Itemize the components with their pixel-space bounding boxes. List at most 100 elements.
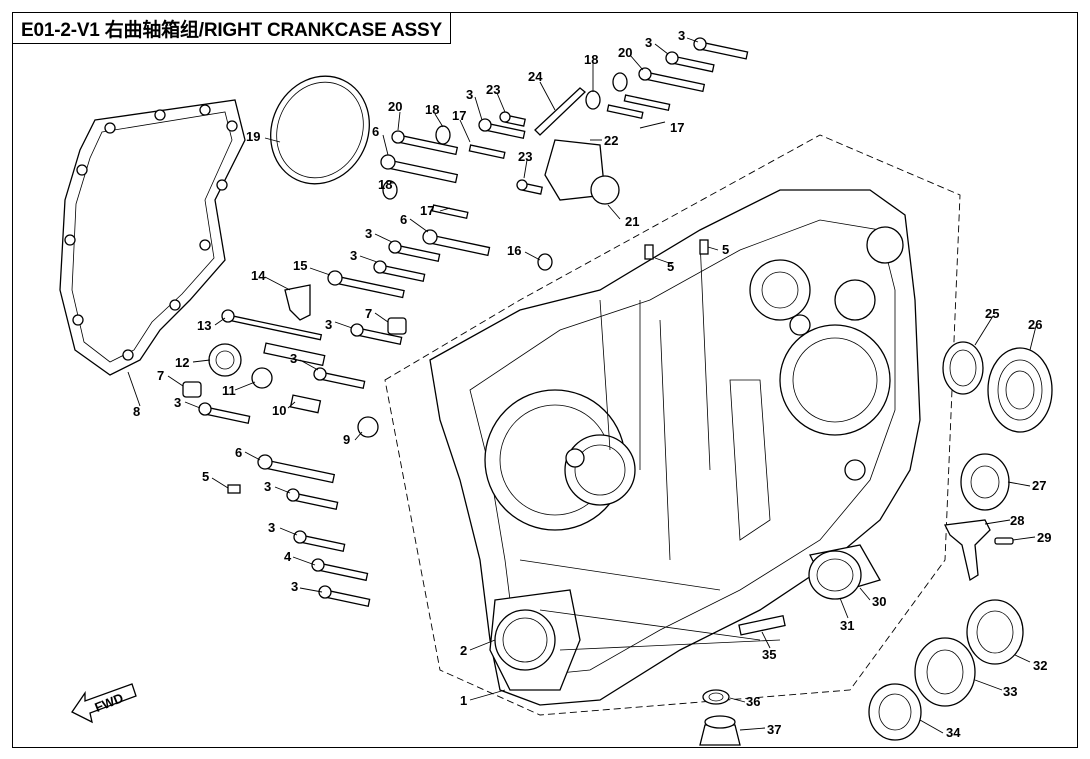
callout-18: 18 bbox=[425, 102, 439, 117]
gasket-large bbox=[59, 99, 246, 376]
bushing-7a bbox=[387, 317, 407, 335]
bolt-23b bbox=[516, 179, 543, 195]
callout-3: 3 bbox=[268, 520, 275, 535]
bolt-3i bbox=[286, 488, 339, 511]
bearing-27 bbox=[960, 453, 1010, 511]
callout-10: 10 bbox=[272, 403, 286, 418]
gasket-bolt-holes bbox=[64, 104, 238, 361]
lever-28 bbox=[944, 519, 991, 582]
callout-23: 23 bbox=[486, 82, 500, 97]
callout-15: 15 bbox=[293, 258, 307, 273]
spring-10 bbox=[289, 394, 322, 414]
washer-18a bbox=[612, 72, 628, 92]
dowel-5c bbox=[227, 484, 241, 494]
oil-seal-34 bbox=[868, 683, 922, 741]
callout-3: 3 bbox=[264, 479, 271, 494]
o-ring-21 bbox=[590, 175, 620, 205]
callout-labels: 3 3 20 18 24 3 23 17 22 20 18 17 19 6 23… bbox=[133, 28, 1051, 740]
bolt-6c bbox=[257, 454, 336, 484]
callout-17: 17 bbox=[670, 120, 684, 135]
callout-5: 5 bbox=[667, 259, 674, 274]
bolt-20a bbox=[638, 67, 706, 93]
callout-22: 22 bbox=[604, 133, 618, 148]
callout-32: 32 bbox=[1033, 658, 1047, 673]
callout-3: 3 bbox=[325, 317, 332, 332]
fwd-arrow bbox=[71, 683, 137, 724]
callout-3: 3 bbox=[678, 28, 685, 43]
callout-3: 3 bbox=[645, 35, 652, 50]
screw-29 bbox=[994, 537, 1014, 545]
callout-6: 6 bbox=[400, 212, 407, 227]
washer-36 bbox=[702, 689, 730, 705]
bolt-3h bbox=[198, 402, 251, 425]
bracket-24 bbox=[534, 87, 586, 136]
stud-17d bbox=[431, 204, 469, 219]
leader-lines bbox=[127, 37, 1037, 734]
callout-17: 17 bbox=[420, 203, 434, 218]
bolt-4 bbox=[311, 558, 369, 582]
plug-16 bbox=[537, 253, 553, 271]
callout-34: 34 bbox=[946, 725, 961, 740]
bolt-6a bbox=[380, 154, 459, 184]
gasket-round bbox=[270, 75, 370, 185]
callout-29: 29 bbox=[1037, 530, 1051, 545]
bolt-3g bbox=[313, 367, 366, 390]
dowel-5b bbox=[699, 239, 709, 255]
callout-6: 6 bbox=[372, 124, 379, 139]
title-box: E01-2-V1 右曲轴箱组/RIGHT CRANKCASE ASSY bbox=[12, 12, 451, 44]
bolt-3j bbox=[293, 530, 346, 553]
bolt-3a bbox=[693, 37, 749, 60]
callout-12: 12 bbox=[175, 355, 189, 370]
bolt-23a bbox=[499, 111, 526, 127]
bearing-33 bbox=[914, 637, 976, 707]
callout-9: 9 bbox=[343, 432, 350, 447]
bolts bbox=[198, 37, 749, 608]
callout-18: 18 bbox=[378, 177, 392, 192]
callout-3: 3 bbox=[174, 395, 181, 410]
callout-14: 14 bbox=[251, 268, 266, 283]
crankcase-boundary bbox=[384, 134, 961, 716]
gasket-large-inner bbox=[71, 111, 233, 363]
crankcase-body bbox=[429, 189, 921, 706]
callout-18: 18 bbox=[584, 52, 598, 67]
callout-4: 4 bbox=[284, 549, 292, 564]
callout-3: 3 bbox=[290, 351, 297, 366]
callout-19: 19 bbox=[246, 129, 260, 144]
cover-22 bbox=[544, 139, 606, 201]
callout-2: 2 bbox=[460, 643, 467, 658]
callout-13: 13 bbox=[197, 318, 211, 333]
bolt-3f bbox=[350, 323, 403, 346]
callout-35: 35 bbox=[762, 647, 776, 662]
bracket-14 bbox=[284, 284, 311, 321]
callout-23: 23 bbox=[518, 149, 532, 164]
dowel-5a bbox=[644, 244, 654, 260]
callout-7: 7 bbox=[365, 306, 372, 321]
callout-17: 17 bbox=[452, 108, 466, 123]
callout-8: 8 bbox=[133, 404, 140, 419]
bolt-15 bbox=[327, 270, 405, 299]
clip-35 bbox=[738, 614, 786, 636]
callout-16: 16 bbox=[507, 243, 521, 258]
callout-27: 27 bbox=[1032, 478, 1046, 493]
callout-28: 28 bbox=[1010, 513, 1024, 528]
stud-17c bbox=[468, 144, 506, 159]
stud-17a bbox=[623, 94, 671, 112]
bolt-3d bbox=[388, 240, 441, 263]
callout-24: 24 bbox=[528, 69, 543, 84]
bearing-32 bbox=[966, 599, 1024, 665]
callout-21: 21 bbox=[625, 214, 639, 229]
callout-1: 1 bbox=[460, 693, 467, 708]
bearings bbox=[699, 341, 1053, 746]
ball-9 bbox=[357, 416, 379, 438]
callout-3: 3 bbox=[350, 248, 357, 263]
callout-11: 11 bbox=[222, 383, 236, 398]
washer-18b bbox=[585, 90, 601, 110]
callout-5: 5 bbox=[722, 242, 729, 257]
spring-screw-13 bbox=[263, 342, 326, 367]
washer-18c bbox=[435, 125, 451, 145]
callout-3: 3 bbox=[291, 579, 298, 594]
callout-20: 20 bbox=[618, 45, 632, 60]
callout-20: 20 bbox=[388, 99, 402, 114]
bolt-3c bbox=[478, 118, 526, 139]
